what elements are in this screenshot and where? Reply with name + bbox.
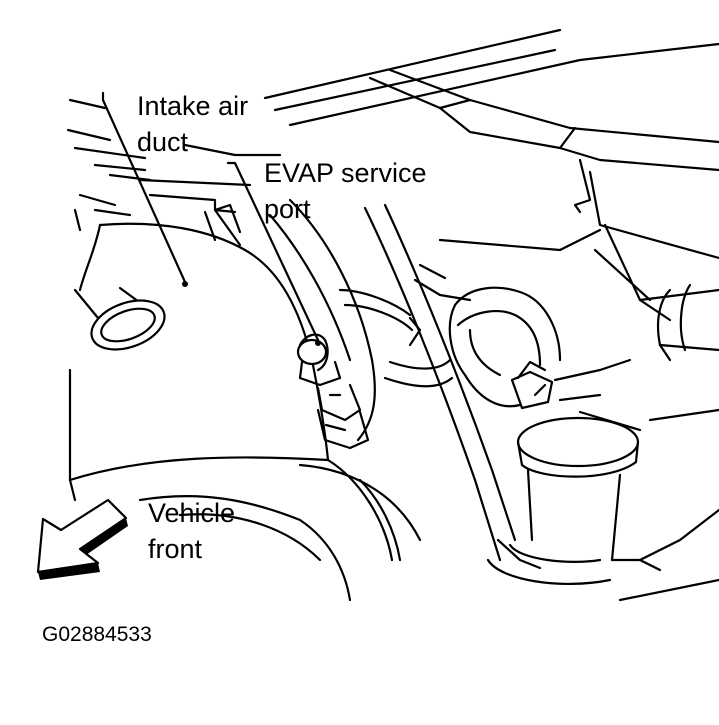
arrow-down-left-icon <box>36 498 128 580</box>
intake-duct-pointer-dot <box>182 281 188 287</box>
label-vehicle-front-line-2: front <box>148 534 203 564</box>
label-intake-air-duct: Intake air duct <box>137 88 248 160</box>
label-vehicle-front-line-1: Vehicle <box>148 498 236 528</box>
label-vehicle-front: Vehicle front <box>148 495 235 567</box>
right-edges <box>618 283 719 602</box>
label-intake-air-duct-line-1: Intake air <box>137 91 249 121</box>
engine-cover-lines <box>263 28 719 322</box>
evap-port-pointer-dot <box>315 340 321 346</box>
label-evap-service-port-line-2: port <box>264 194 311 224</box>
hoses <box>268 198 517 562</box>
label-evap-service-port-line-1: EVAP service <box>264 158 427 188</box>
left-background-lines <box>66 98 282 232</box>
leader-lines <box>101 91 321 346</box>
label-evap-service-port: EVAP service port <box>264 155 427 227</box>
figure-code: G02884533 <box>42 623 152 646</box>
right-hose <box>448 286 632 410</box>
intake-air-duct <box>68 203 422 602</box>
evap-service-port <box>296 333 370 450</box>
label-intake-air-duct-line-2: duct <box>137 127 189 157</box>
reservoir-cap <box>486 410 662 586</box>
